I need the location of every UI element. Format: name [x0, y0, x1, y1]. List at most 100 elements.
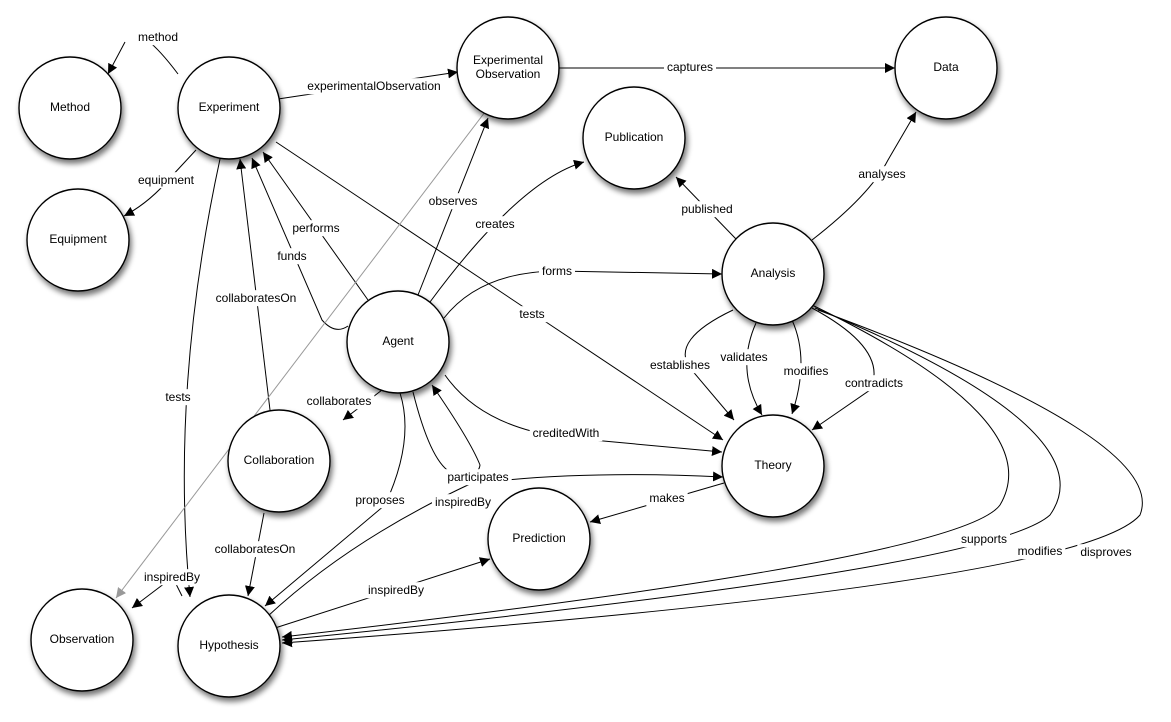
- node-theory[interactable]: Theory: [721, 414, 825, 518]
- edge-label-background: [780, 363, 832, 380]
- node-circle[interactable]: [582, 86, 686, 190]
- node-experiment[interactable]: Experiment: [177, 56, 281, 160]
- edge-analysis-modifies-hypothesis: [281, 307, 1061, 644]
- edge-label-collaborates: collaborates: [303, 393, 375, 410]
- edge-label-background: [841, 375, 907, 392]
- edge-label-background: [274, 248, 310, 265]
- edge-label-text: supports: [961, 532, 1007, 546]
- edge-label-inspired-by: inspiredBy: [140, 569, 204, 586]
- node-circle[interactable]: [26, 188, 130, 292]
- edge-label-background: [431, 494, 495, 511]
- edge-label-text: equipment: [138, 173, 195, 187]
- edge-label-text: inspiredBy: [144, 570, 200, 584]
- edge-analysis-analyses-data: [811, 111, 917, 241]
- node-hypothesis[interactable]: Hypothesis: [177, 594, 281, 698]
- edge-label-text: analyses: [858, 167, 905, 181]
- edge-label-text: modifies: [784, 364, 829, 378]
- node-prediction[interactable]: Prediction: [487, 487, 591, 591]
- node-label: Prediction: [512, 531, 565, 545]
- edge-agent-creates-publication: [429, 159, 585, 303]
- edge-label-credited-with: creditedWith: [529, 425, 603, 442]
- edge-experiment-tests-hypothesis: [183, 158, 221, 598]
- node-label: Collaboration: [244, 453, 315, 467]
- edge-label-background: [444, 469, 512, 486]
- edge-label-background: [352, 492, 408, 509]
- edge-label-text: creditedWith: [533, 426, 600, 440]
- node-collaboration[interactable]: Collaboration: [227, 409, 331, 513]
- edge-label-text: experimentalObservation: [307, 79, 440, 93]
- edge-label-text: tests: [165, 390, 190, 404]
- edge-label-analyses: analyses: [855, 166, 909, 183]
- edge-label-background: [516, 306, 548, 323]
- edge-label-text: method: [138, 30, 178, 44]
- node-circle[interactable]: [487, 487, 591, 591]
- edge-label-text: collaboratesOn: [215, 542, 296, 556]
- node-circle[interactable]: [456, 16, 560, 120]
- edge-label-background: [663, 59, 717, 76]
- node-circle[interactable]: [30, 588, 134, 692]
- edge-label-inspired-by: inspiredBy: [431, 494, 495, 511]
- edge-label-published: published: [678, 201, 736, 218]
- edge-analysis-validates-theory: [746, 322, 763, 416]
- edge-label-background: [678, 201, 736, 218]
- edge-label-text: modifies: [1018, 544, 1063, 558]
- node-circle[interactable]: [177, 594, 281, 698]
- edge-label-background: [529, 425, 603, 442]
- edge-hypothesis-inspired-by-observation: [132, 581, 183, 608]
- edge-label-contradicts: contradicts: [841, 375, 907, 392]
- edge-label-tests: tests: [162, 389, 194, 406]
- node-circle[interactable]: [346, 290, 450, 394]
- node-label: Experiment: [199, 100, 260, 114]
- edge-label-text: disproves: [1080, 545, 1131, 559]
- node-circle[interactable]: [721, 414, 825, 518]
- edge-label-text: performs: [292, 221, 339, 235]
- edge-label-background: [425, 193, 481, 210]
- edge-label-background: [134, 29, 182, 46]
- edge-label-background: [957, 531, 1011, 548]
- edge-label-background: [134, 172, 198, 189]
- edge-label-disproves: disproves: [1077, 544, 1135, 561]
- node-label: Theory: [754, 458, 791, 472]
- node-publication[interactable]: Publication: [582, 86, 686, 190]
- edge-agent-participates-agent: [412, 384, 481, 476]
- node-circle[interactable]: [894, 16, 998, 120]
- edge-label-makes: makes: [646, 490, 688, 507]
- node-label: Experimental: [473, 53, 543, 67]
- edge-label-background: [1077, 544, 1135, 561]
- edge-label-background: [855, 166, 909, 183]
- node-analysis[interactable]: Analysis: [721, 222, 825, 326]
- edge-label-text: inspiredBy: [435, 495, 491, 509]
- edge-analysis-disproves-hypothesis: [281, 309, 1143, 648]
- node-data[interactable]: Data: [894, 16, 998, 120]
- edge-label-text: published: [681, 202, 732, 216]
- node-method[interactable]: Method: [18, 56, 122, 160]
- edge-label-text: makes: [649, 491, 684, 505]
- edge-label-background: [140, 569, 204, 586]
- node-circle[interactable]: [227, 409, 331, 513]
- edge-label-text: funds: [277, 249, 306, 263]
- edge-label-background: [539, 263, 575, 280]
- edge-label-background: [472, 216, 518, 233]
- node-label: Analysis: [751, 266, 796, 280]
- node-equipment[interactable]: Equipment: [26, 188, 130, 292]
- node-observation[interactable]: Observation: [30, 588, 134, 692]
- edge-label-collaborates-on: collaboratesOn: [211, 541, 299, 558]
- node-label: Agent: [382, 334, 414, 348]
- edge-label-performs: performs: [289, 220, 343, 237]
- node-circle[interactable]: [177, 56, 281, 160]
- edge-label-text: tests: [519, 307, 544, 321]
- edge-label-validates: validates: [717, 349, 771, 366]
- edge-collaboration-collaborates-on-experiment: [236, 158, 271, 411]
- edge-label-proposes: proposes: [352, 492, 408, 509]
- node-circle[interactable]: [18, 56, 122, 160]
- edge-label-background: [304, 78, 444, 95]
- edge-label-text: contradicts: [845, 376, 903, 390]
- node-agent[interactable]: Agent: [346, 290, 450, 394]
- edge-label-observes: observes: [425, 193, 481, 210]
- edge-expobs-unlabeled-observation: [115, 111, 486, 599]
- node-label: Observation: [50, 632, 115, 646]
- node-circle[interactable]: [721, 222, 825, 326]
